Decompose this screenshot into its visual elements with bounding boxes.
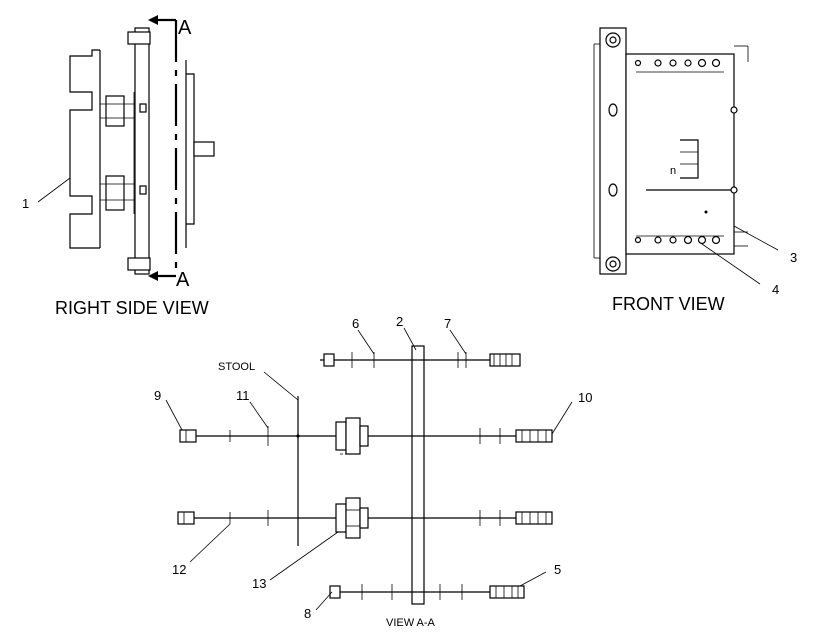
section-view-title: VIEW A-A (386, 617, 436, 629)
callout-4: 4 (772, 282, 779, 297)
front-view: n 3 4 FRONT VIEW (593, 27, 797, 314)
callout-3: 3 (790, 250, 797, 265)
section-mark-top: A (178, 17, 192, 39)
stool-label: STOOL (218, 361, 255, 373)
section-mark-bottom: A (176, 269, 190, 291)
callout-13: 13 (252, 576, 266, 591)
section-view-a-a: STOOL (154, 314, 592, 629)
svg-text:n: n (670, 165, 676, 177)
callout-10: 10 (578, 390, 592, 405)
right-side-view: A A 1 RIGHT SIDE VIEW (22, 15, 215, 318)
callout-1: 1 (22, 196, 29, 211)
callout-12: 12 (172, 562, 186, 577)
callout-9: 9 (154, 388, 161, 403)
callout-2: 2 (396, 314, 403, 329)
callout-5: 5 (554, 562, 561, 577)
callout-8: 8 (304, 606, 311, 621)
right-side-view-title: RIGHT SIDE VIEW (55, 298, 209, 318)
callout-11: 11 (236, 388, 250, 403)
callout-6: 6 (352, 316, 359, 331)
callout-7: 7 (444, 316, 451, 331)
front-view-title: FRONT VIEW (612, 294, 725, 314)
